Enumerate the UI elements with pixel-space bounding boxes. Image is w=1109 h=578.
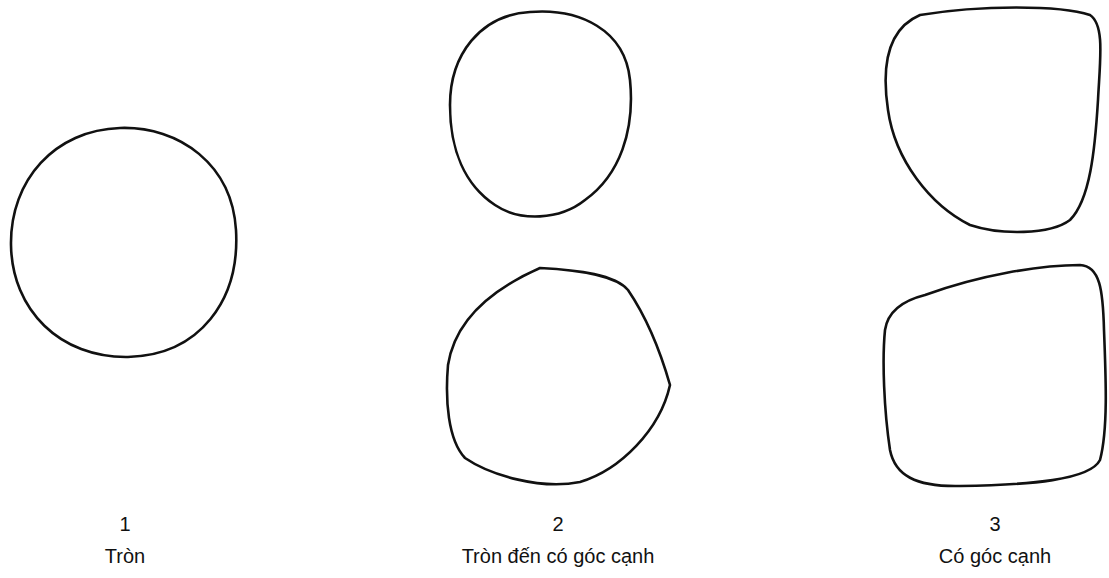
- subround-grain: [450, 12, 631, 217]
- angular-grain: [884, 265, 1106, 486]
- callout-number: 1: [119, 512, 130, 536]
- callout-number: 3: [989, 512, 1000, 536]
- callout-number: 2: [552, 512, 563, 536]
- round-grain: [11, 128, 236, 357]
- shape-label: Có góc cạnh: [939, 544, 1051, 568]
- subround-grain: [447, 268, 670, 484]
- shape-label: Tròn đến có góc cạnh: [462, 544, 655, 568]
- shape-label: Tròn: [105, 544, 145, 568]
- angular-grain: [886, 8, 1101, 232]
